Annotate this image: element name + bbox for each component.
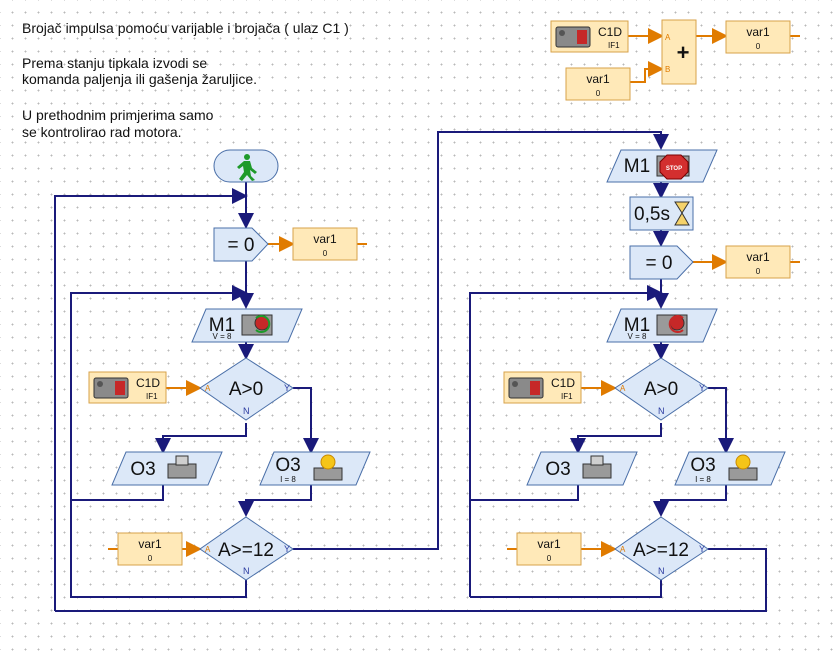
cmp-var-value-left: 0 [148, 554, 153, 563]
c1d-label: C1D [598, 25, 622, 39]
lamp-on-icon [728, 454, 758, 481]
motor-label-right: M1 [624, 315, 650, 336]
note-line-3: komanda paljenja ili gašenja žarulji­ce. [22, 71, 258, 87]
counter-var-label: var1 [586, 72, 610, 86]
cond1-yes-left: Y [284, 383, 290, 393]
plus-port-b: B [665, 65, 670, 74]
plus-sign: + [677, 40, 690, 65]
motor-stop-block[interactable]: M1 STOP [606, 149, 718, 183]
lamp-off-icon [167, 455, 197, 479]
cmp-var-value-right: 0 [547, 554, 552, 563]
sensor-label-left: C1D [136, 376, 160, 390]
assign-var-label-right: var1 [746, 250, 770, 264]
output-o3-off-right[interactable]: O3 [526, 451, 638, 486]
flow-lines-left [54, 131, 669, 611]
cmp-var-right[interactable]: var1 0 [516, 532, 582, 566]
sensor-label-right: C1D [551, 376, 575, 390]
data-lines [108, 28, 800, 557]
decision-a-ge-12-right[interactable]: A>=12 A Y N [614, 516, 709, 581]
decision-a-ge-12-left[interactable]: A>=12 A Y N [199, 516, 294, 581]
start-block[interactable] [213, 149, 279, 183]
cond1-no-right: N [658, 406, 665, 416]
assign-var-right[interactable]: var1 0 [725, 245, 791, 279]
cond1-no-left: N [243, 406, 250, 416]
wait-label: 0,5s [634, 204, 670, 225]
out-off-label-right: O3 [545, 459, 570, 480]
counter-out-label: var1 [746, 25, 770, 39]
output-o3-off-left[interactable]: O3 [111, 451, 223, 486]
assign-var-label-left: var1 [313, 232, 337, 246]
cond2-port-a-right: A [620, 545, 626, 554]
note-title: Brojač impulsa pomoću varijable i brojač… [22, 20, 349, 36]
output-o3-on-right[interactable]: O3 I = 8 [674, 451, 786, 486]
motor-sub-left: V = 8 [213, 332, 232, 341]
motor-block-left[interactable]: M1 V = 8 [191, 308, 303, 343]
cond2-yes-left: Y [284, 544, 290, 554]
out-off-label-left: O3 [130, 459, 155, 480]
cond2-yes-right: Y [699, 544, 705, 554]
cond1-text-left: A>0 [229, 379, 263, 400]
sensor-sub-right: IF1 [561, 392, 573, 401]
out-on-label-right: O3 [690, 455, 715, 476]
decision-a-gt-0-left[interactable]: A>0 A Y N [199, 357, 294, 421]
counter-sensor-c1d[interactable]: C1D IF1 [550, 20, 629, 53]
motor-sub-right: V = 8 [628, 332, 647, 341]
stop-sign-text: STOP [666, 166, 682, 172]
pushbutton-icon [93, 377, 129, 399]
counter-var-output[interactable]: var1 0 [725, 20, 791, 54]
c1d-sub: IF1 [608, 41, 620, 50]
note-line-4: U prethodnim primjerima samo [22, 107, 214, 123]
cond1-yes-right: Y [699, 383, 705, 393]
assign-zero-left[interactable]: = 0 [213, 227, 269, 262]
counter-var-input[interactable]: var1 0 [565, 67, 631, 101]
cond2-no-left: N [243, 566, 250, 576]
pushbutton-icon [508, 377, 544, 399]
pushbutton-icon [555, 26, 591, 48]
motor-block-right[interactable]: M1 V = 8 [606, 308, 718, 343]
plus-port-a: A [665, 33, 671, 42]
cond2-text-left: A>=12 [218, 540, 274, 561]
sensor-sub-left: IF1 [146, 392, 158, 401]
cond2-no-right: N [658, 566, 665, 576]
decision-a-gt-0-right[interactable]: A>0 A Y N [614, 357, 709, 421]
sensor-c1d-left[interactable]: C1D IF1 [88, 371, 167, 404]
flow-lines-right [55, 182, 767, 612]
plus-operator-block[interactable]: A B + [661, 19, 697, 85]
motor-icon [656, 314, 688, 336]
out-on-sub-left: I = 8 [280, 475, 296, 484]
cmp-var-left[interactable]: var1 0 [117, 532, 183, 566]
note-line-2: Prema stanju tipkala izvodi se [22, 55, 208, 71]
hourglass-icon [674, 201, 690, 226]
output-o3-on-left[interactable]: O3 I = 8 [259, 451, 371, 486]
stop-sign-icon: STOP [656, 154, 690, 180]
out-on-label-left: O3 [275, 455, 300, 476]
note-line-5: se kontrolirao rad motora. [22, 124, 182, 140]
cond1-port-a-right: A [620, 384, 626, 393]
cmp-var-label-right: var1 [537, 537, 561, 551]
lamp-on-icon [313, 454, 343, 481]
assign-var-value-right: 0 [756, 267, 761, 276]
walking-man-icon [237, 154, 257, 181]
cond2-text-right: A>=12 [633, 540, 689, 561]
assign-zero-right[interactable]: = 0 [629, 245, 694, 280]
cond1-text-right: A>0 [644, 379, 678, 400]
cmp-var-label-left: var1 [138, 537, 162, 551]
motor-stop-label: M1 [624, 156, 650, 177]
assign-text-right: = 0 [646, 253, 673, 274]
assign-var-left[interactable]: var1 0 [292, 227, 358, 261]
counter-out-value: 0 [756, 42, 761, 51]
wait-block[interactable]: 0,5s [629, 196, 694, 231]
out-on-sub-right: I = 8 [695, 475, 711, 484]
motor-label-left: M1 [209, 315, 235, 336]
lamp-off-icon [582, 455, 612, 479]
cond1-port-a-left: A [205, 384, 211, 393]
sensor-c1d-right[interactable]: C1D IF1 [503, 371, 582, 404]
assign-text-left: = 0 [228, 235, 255, 256]
assign-var-value-left: 0 [323, 249, 328, 258]
cond2-port-a-left: A [205, 545, 211, 554]
motor-icon [241, 314, 273, 336]
counter-var-value: 0 [596, 89, 601, 98]
